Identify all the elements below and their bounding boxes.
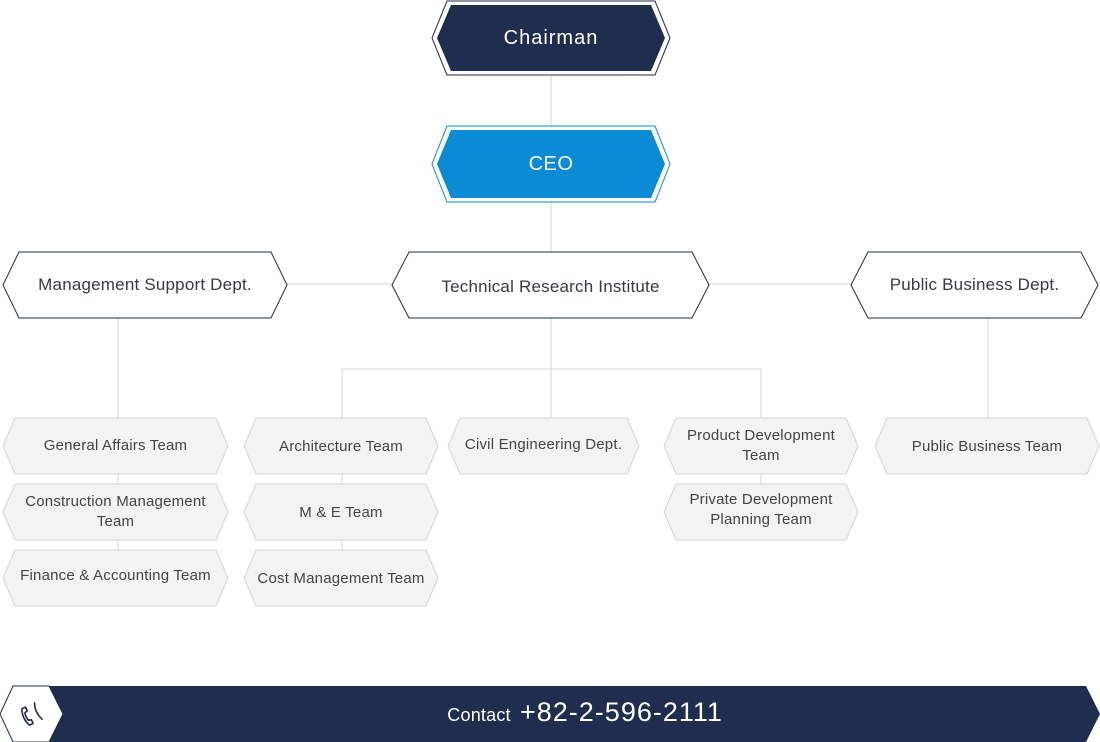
construction-management-label: Construction Management Team: [25, 493, 206, 530]
finance-accounting-node: [2, 549, 229, 607]
phone-badge[interactable]: [0, 685, 64, 742]
contact-bar: [30, 686, 1100, 742]
cost-management-label: Cost Management Team: [257, 570, 425, 587]
contact-label: Contact: [447, 705, 511, 725]
product-development-label: Product Development Team: [686, 427, 836, 464]
phone-icon: [21, 702, 43, 726]
technical-research-node: [391, 251, 710, 319]
management-support-label: Management Support Dept.: [38, 275, 252, 294]
ceo-label: CEO: [528, 153, 574, 175]
architecture-label: Architecture Team: [278, 438, 403, 455]
management-support-node: [2, 251, 288, 319]
private-development-node: [663, 483, 859, 541]
general-affairs-node: [2, 417, 229, 475]
cost-management-node: [243, 549, 439, 607]
civil-engineering-label: Civil Engineering Dept.: [464, 436, 623, 453]
construction-management-node: [2, 483, 229, 541]
contact-phone[interactable]: +82-2-596-2111: [520, 697, 723, 727]
finance-accounting-label: Finance & Accounting Team: [20, 567, 211, 584]
public-business-node: [850, 251, 1099, 319]
chairman-label: Chairman: [503, 27, 599, 49]
private-development-label: Private Development Planning Team: [689, 491, 833, 528]
product-development-node: [663, 417, 859, 475]
me-label: M & E Team: [299, 504, 383, 521]
public-business-label: Public Business Dept.: [889, 275, 1060, 294]
public-business-team-label: Public Business Team: [911, 438, 1063, 455]
ceo-node: [431, 125, 671, 203]
general-affairs-label: General Affairs Team: [43, 437, 188, 454]
me-node: [243, 483, 439, 541]
technical-research-label: Technical Research Institute: [441, 277, 660, 296]
architecture-node: [243, 417, 439, 475]
civil-engineering-node: [447, 417, 640, 475]
connector-lines: [117, 76, 989, 550]
public-business-team-node: [874, 417, 1100, 475]
chairman-node: [431, 0, 671, 76]
